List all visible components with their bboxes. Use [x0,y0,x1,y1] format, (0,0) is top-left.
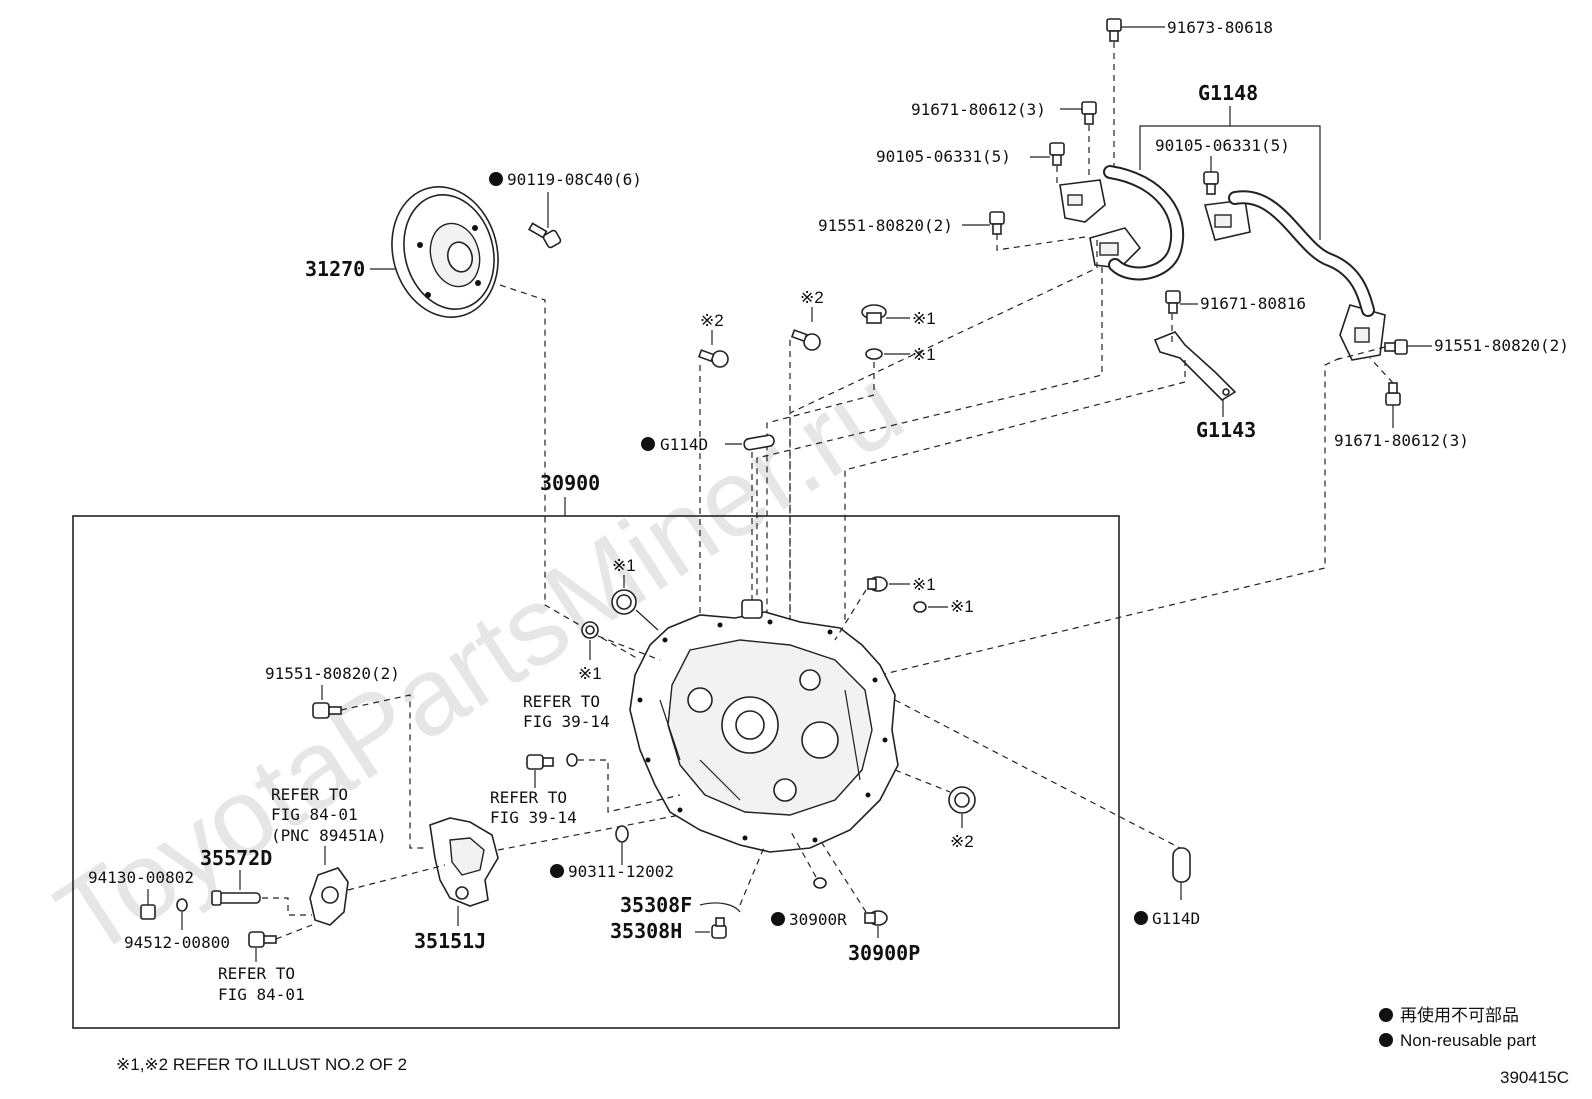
part-G1148[interactable]: G1148 [1198,81,1258,105]
part-91673-80618[interactable]: 91673-80618 [1167,18,1273,37]
part-90311-12002[interactable]: 90311-12002 [568,862,674,881]
mark-1: ※1 [912,345,936,364]
part-91551-80820-left[interactable]: 91551-80820(2) [265,664,400,683]
gasket-icon [743,434,775,451]
harness-connector-right [1203,199,1386,361]
bolt-icon [1081,101,1097,125]
part-31270[interactable]: 31270 [305,257,365,281]
bolt-icon [527,222,562,249]
part-90105-06331-left[interactable]: 90105-06331(5) [876,147,1011,166]
mark-1: ※1 [912,309,936,328]
bolt-icon [1049,142,1065,166]
part-91551-80820-top[interactable]: 91551-80820(2) [818,216,953,235]
part-94512-00800[interactable]: 94512-00800 [124,933,230,952]
part-G114D-bottom[interactable]: G114D [1152,909,1200,928]
non-reusable-mark [641,437,655,451]
mark-2: ※2 [800,288,824,307]
illust-code: 390415C [1500,1068,1569,1087]
bolt-icon [312,702,342,719]
bolt-icon [790,329,821,351]
refer-fig-84-01-upper-line3[interactable]: (PNC 89451A) [271,826,387,845]
mark-1: ※1 [912,575,936,594]
washer-icon [865,348,883,360]
washer-icon [176,898,188,912]
legend-dot-icon [1379,1008,1393,1022]
refer-fig-39-14-lower-line2[interactable]: FIG 39-14 [490,808,577,827]
bolt-icon [711,917,727,939]
part-35151J-bracket-icon [429,817,499,907]
neutral-switch-icon [309,867,349,926]
bolt-icon [211,890,261,906]
mark-2: ※2 [700,311,724,330]
plug-icon [948,786,976,814]
part-35151J[interactable]: 35151J [414,929,486,953]
harness-connector-left [1059,179,1142,269]
nut-icon [140,904,156,920]
bolt-icon [526,754,554,770]
part-90105-06331-right[interactable]: 90105-06331(5) [1155,136,1290,155]
part-91671-80612-top[interactable]: 91671-80612(3) [911,100,1046,119]
part-35572D[interactable]: 35572D [200,846,272,870]
part-G1143[interactable]: G1143 [1196,418,1256,442]
non-reusable-mark [771,912,785,926]
bolt-icon [1203,171,1219,195]
refer-fig-84-01-upper-line2[interactable]: FIG 84-01 [271,805,358,824]
mark-1: ※1 [612,556,636,575]
refer-fig-84-01-lower-line1[interactable]: REFER TO [218,964,295,983]
bolt-icon [1385,382,1401,406]
part-31270-clutch-icon [391,186,499,318]
part-G114D-top[interactable]: G114D [660,435,708,454]
bolt-icon [1106,18,1122,42]
plug-icon [611,589,637,615]
legend-dot-icon [1379,1033,1393,1047]
non-reusable-mark [550,864,564,878]
part-90119-08C40[interactable]: 90119-08C40(6) [507,170,642,189]
mark-2: ※2 [950,832,974,851]
oil-seal-icon [615,825,629,843]
part-35308H[interactable]: 35308H [610,919,682,943]
refer-fig-84-01-lower-line2[interactable]: FIG 84-01 [218,985,305,1004]
bracket-G1143 [1153,331,1237,402]
part-91671-80816[interactable]: 91671-80816 [1200,294,1306,313]
bolt-icon [697,349,729,368]
washer-icon [813,877,827,889]
part-94130-00802[interactable]: 94130-00802 [88,868,194,887]
legend-en: Non-reusable part [1400,1031,1536,1050]
mark-1: ※1 [950,597,974,616]
refer-fig-84-01-upper-line1[interactable]: REFER TO [271,785,348,804]
bolt-icon [248,931,277,948]
gasket-icon [1172,847,1191,883]
part-91671-80612-right[interactable]: 91671-80612(3) [1334,431,1469,450]
part-30900R[interactable]: 30900R [789,910,847,929]
non-reusable-mark [1134,911,1148,925]
bolt-icon [1384,339,1408,355]
refer-fig-39-14-upper-line2[interactable]: FIG 39-14 [523,712,610,731]
bolt-icon [989,211,1005,235]
plug-icon [581,621,599,639]
refer-fig-39-14-upper-line1[interactable]: REFER TO [523,692,600,711]
footnote: ※1,※2 REFER TO ILLUST NO.2 OF 2 [116,1055,407,1074]
bolt-icon [1165,290,1181,314]
washer-icon [566,753,578,767]
part-30900P[interactable]: 30900P [848,941,920,965]
part-35308F[interactable]: 35308F [620,893,692,917]
group-frame [72,515,1120,1029]
plug-icon [867,576,888,592]
plug-icon [861,304,887,324]
plug-icon [864,910,888,926]
non-reusable-mark [489,172,503,186]
group-label-30900[interactable]: 30900 [540,471,600,495]
washer-icon [913,601,927,613]
part-91551-80820-right[interactable]: 91551-80820(2) [1434,336,1569,355]
transaxle-case-icon [629,599,899,853]
mark-1: ※1 [578,664,602,683]
refer-fig-39-14-lower-line1[interactable]: REFER TO [490,788,567,807]
legend-jp: 再使用不可部品 [1400,1005,1519,1025]
